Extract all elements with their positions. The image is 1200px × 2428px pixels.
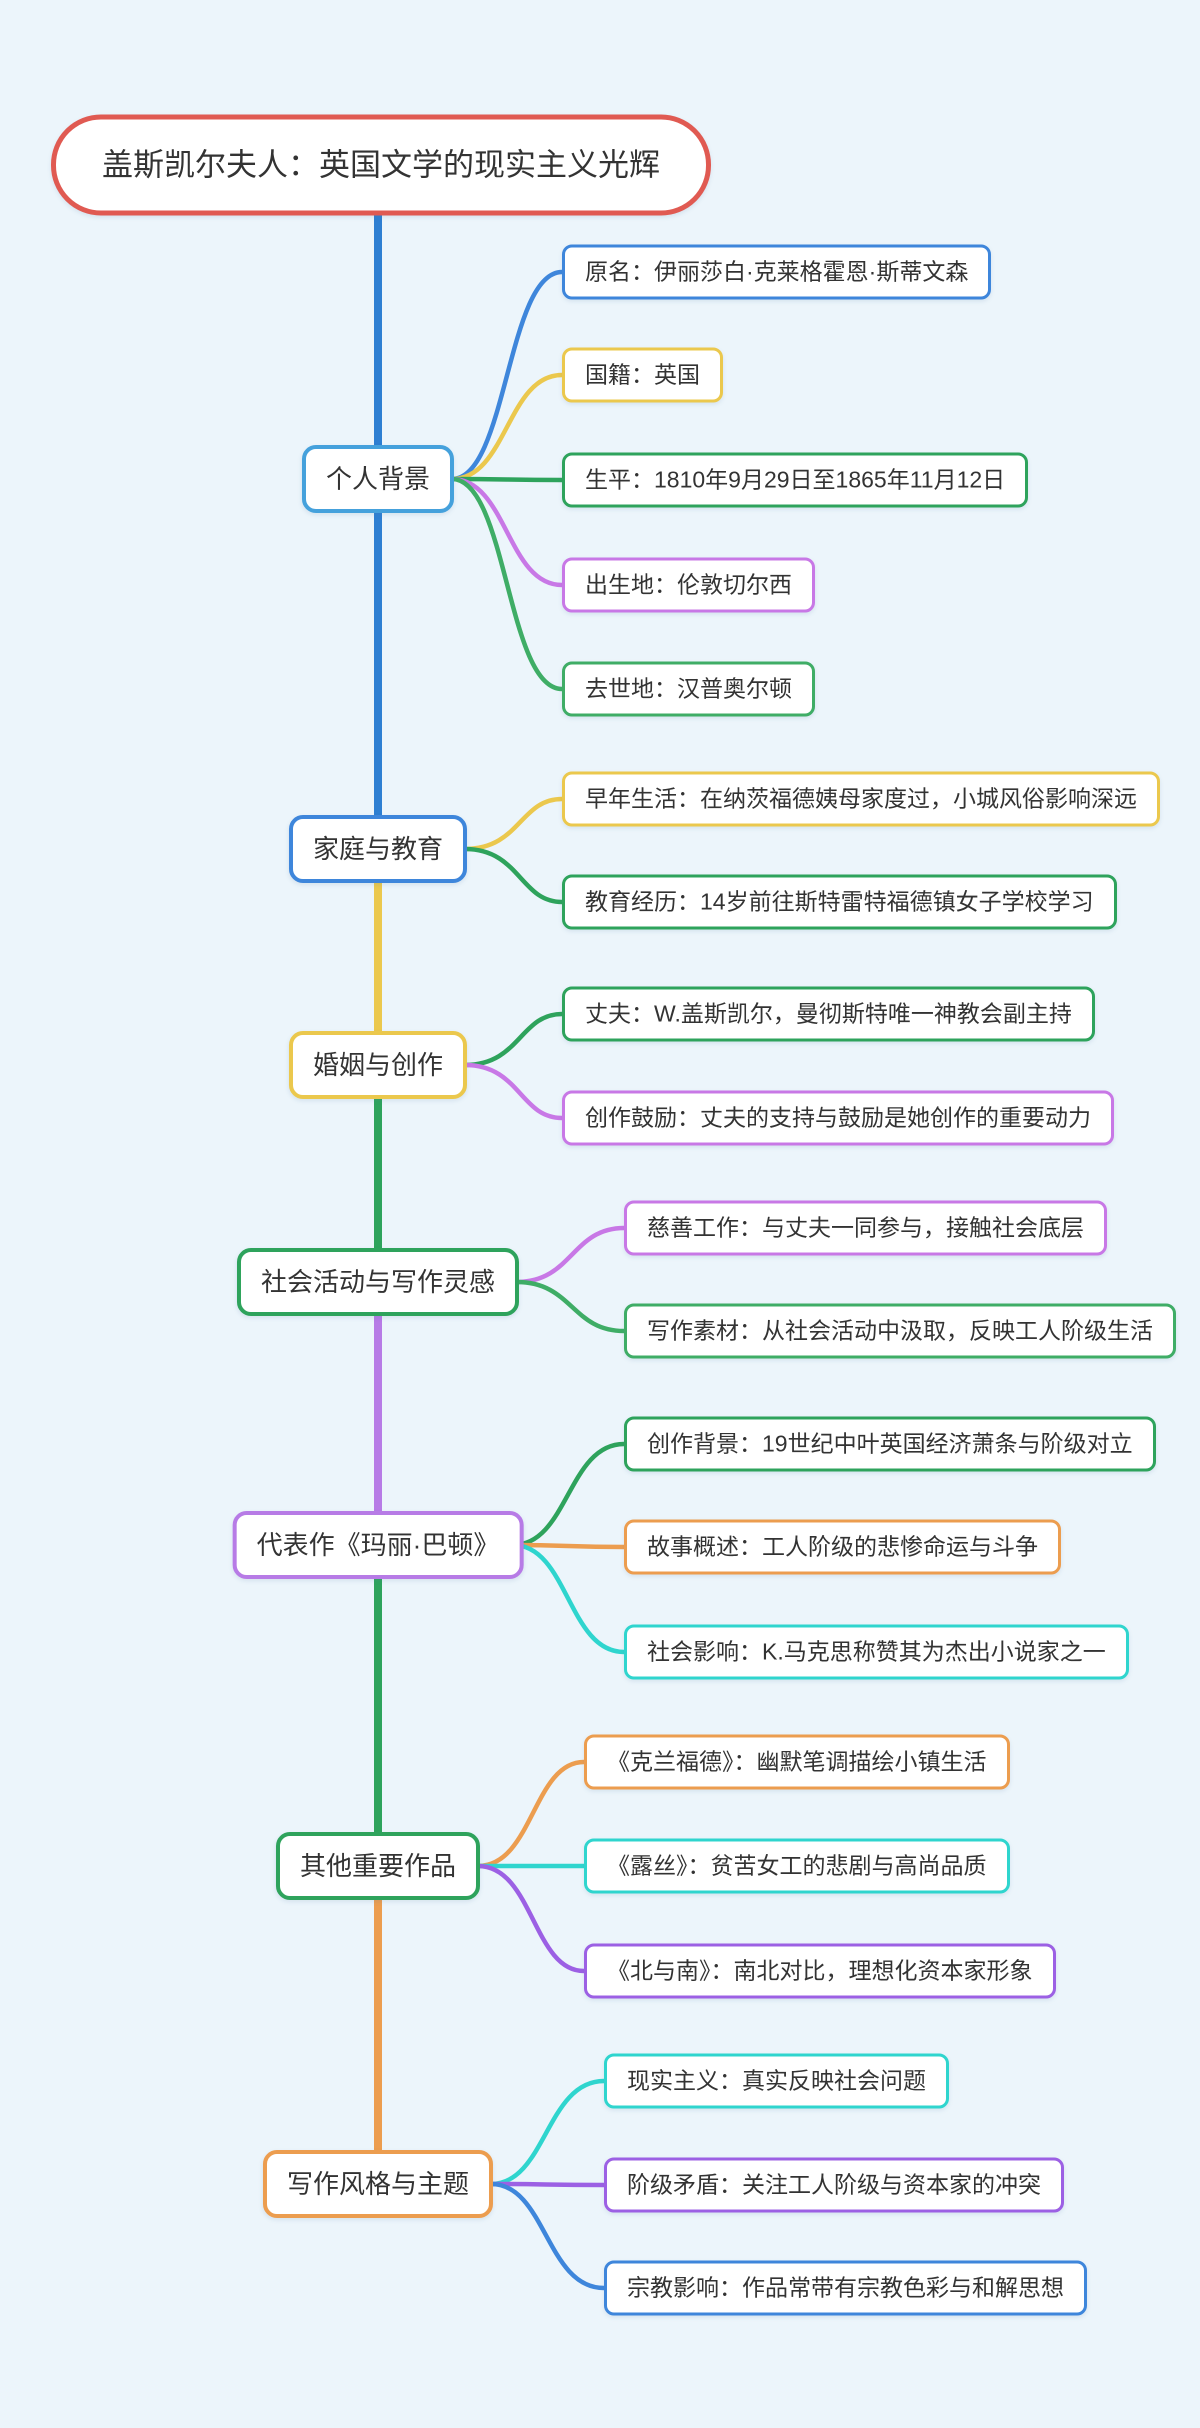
branch-node-personal-background[interactable]: 个人背景 [301,445,455,513]
leaf-node-realism[interactable]: 现实主义：真实反映社会问题 [604,2053,949,2109]
connector-north-south [475,1863,587,1974]
leaf-node-encouragement[interactable]: 创作鼓励：丈夫的支持与鼓励是她创作的重要动力 [562,1090,1114,1146]
leaf-node-deathplace[interactable]: 去世地：汉普奥尔顿 [562,661,815,717]
connector-religion [488,2181,607,2291]
leaf-node-north-south[interactable]: 《北与南》：南北对比，理想化资本家形象 [584,1943,1056,1999]
leaf-node-creation-background[interactable]: 创作背景：19世纪中叶英国经济萧条与阶级对立 [624,1416,1156,1472]
branch-node-style-themes[interactable]: 写作风格与主题 [262,2150,494,2218]
connector-story [510,1542,627,1550]
connector-realism [488,2078,607,2187]
leaf-node-early-life[interactable]: 早年生活：在纳茨福德姨母家度过，小城风俗影响深远 [562,771,1160,827]
leaf-node-ruth[interactable]: 《露丝》：贫苦女工的悲剧与高尚品质 [584,1838,1010,1894]
connector-background [510,1441,627,1548]
leaf-node-education[interactable]: 教育经历：14岁前往斯特雷特福德镇女子学校学习 [562,874,1117,930]
connector-encouragement [462,1062,565,1121]
leaf-node-nationality[interactable]: 国籍：英国 [562,347,723,403]
leaf-node-husband[interactable]: 丈夫：W.盖斯凯尔，曼彻斯特唯一神教会副主持 [562,986,1095,1042]
leaf-node-charity[interactable]: 慈善工作：与丈夫一同参与，接触社会底层 [624,1200,1107,1256]
connector-material [514,1279,627,1334]
leaf-node-class-conflict[interactable]: 阶级矛盾：关注工人阶级与资本家的冲突 [604,2157,1064,2213]
connector-birthplace [449,476,565,588]
connector-nationality [449,372,565,482]
connector-class-conflict [488,2181,607,2188]
leaf-node-cranford[interactable]: 《克兰福德》：幽默笔调描绘小镇生活 [584,1734,1010,1790]
leaf-node-social-impact[interactable]: 社会影响：K.马克思称赞其为杰出小说家之一 [624,1624,1129,1680]
branch-node-family-education[interactable]: 家庭与教育 [288,815,468,883]
leaf-node-birthplace[interactable]: 出生地：伦敦切尔西 [562,557,815,613]
branch-node-other-works[interactable]: 其他重要作品 [275,1832,481,1900]
root-node[interactable]: 盖斯凯尔夫人：英国文学的现实主义光辉 [51,114,711,216]
connector-cranford [475,1759,587,1869]
leaf-node-lifespan[interactable]: 生平：1810年9月29日至1865年11月12日 [562,452,1029,508]
connector-deathplace [449,476,565,692]
leaf-node-original-name[interactable]: 原名：伊丽莎白·克莱格霍恩·斯蒂文森 [562,244,992,300]
connector-charity [514,1225,627,1285]
connector-lifespan [449,476,565,483]
connector-education [462,846,565,905]
leaf-node-material[interactable]: 写作素材：从社会活动中汲取，反映工人阶级生活 [624,1303,1176,1359]
connector-husband [462,1011,565,1068]
branch-node-marriage-writing[interactable]: 婚姻与创作 [288,1031,468,1099]
branch-node-masterwork[interactable]: 代表作《玛丽·巴顿》 [232,1511,524,1579]
leaf-node-story-summary[interactable]: 故事概述：工人阶级的悲惨命运与斗争 [624,1519,1061,1575]
connector-early-life [462,796,565,852]
leaf-node-religion[interactable]: 宗教影响：作品常带有宗教色彩与和解思想 [604,2260,1087,2316]
connector-impact [510,1542,627,1655]
connector-original-name [449,269,565,482]
branch-node-social-inspiration[interactable]: 社会活动与写作灵感 [236,1248,520,1316]
